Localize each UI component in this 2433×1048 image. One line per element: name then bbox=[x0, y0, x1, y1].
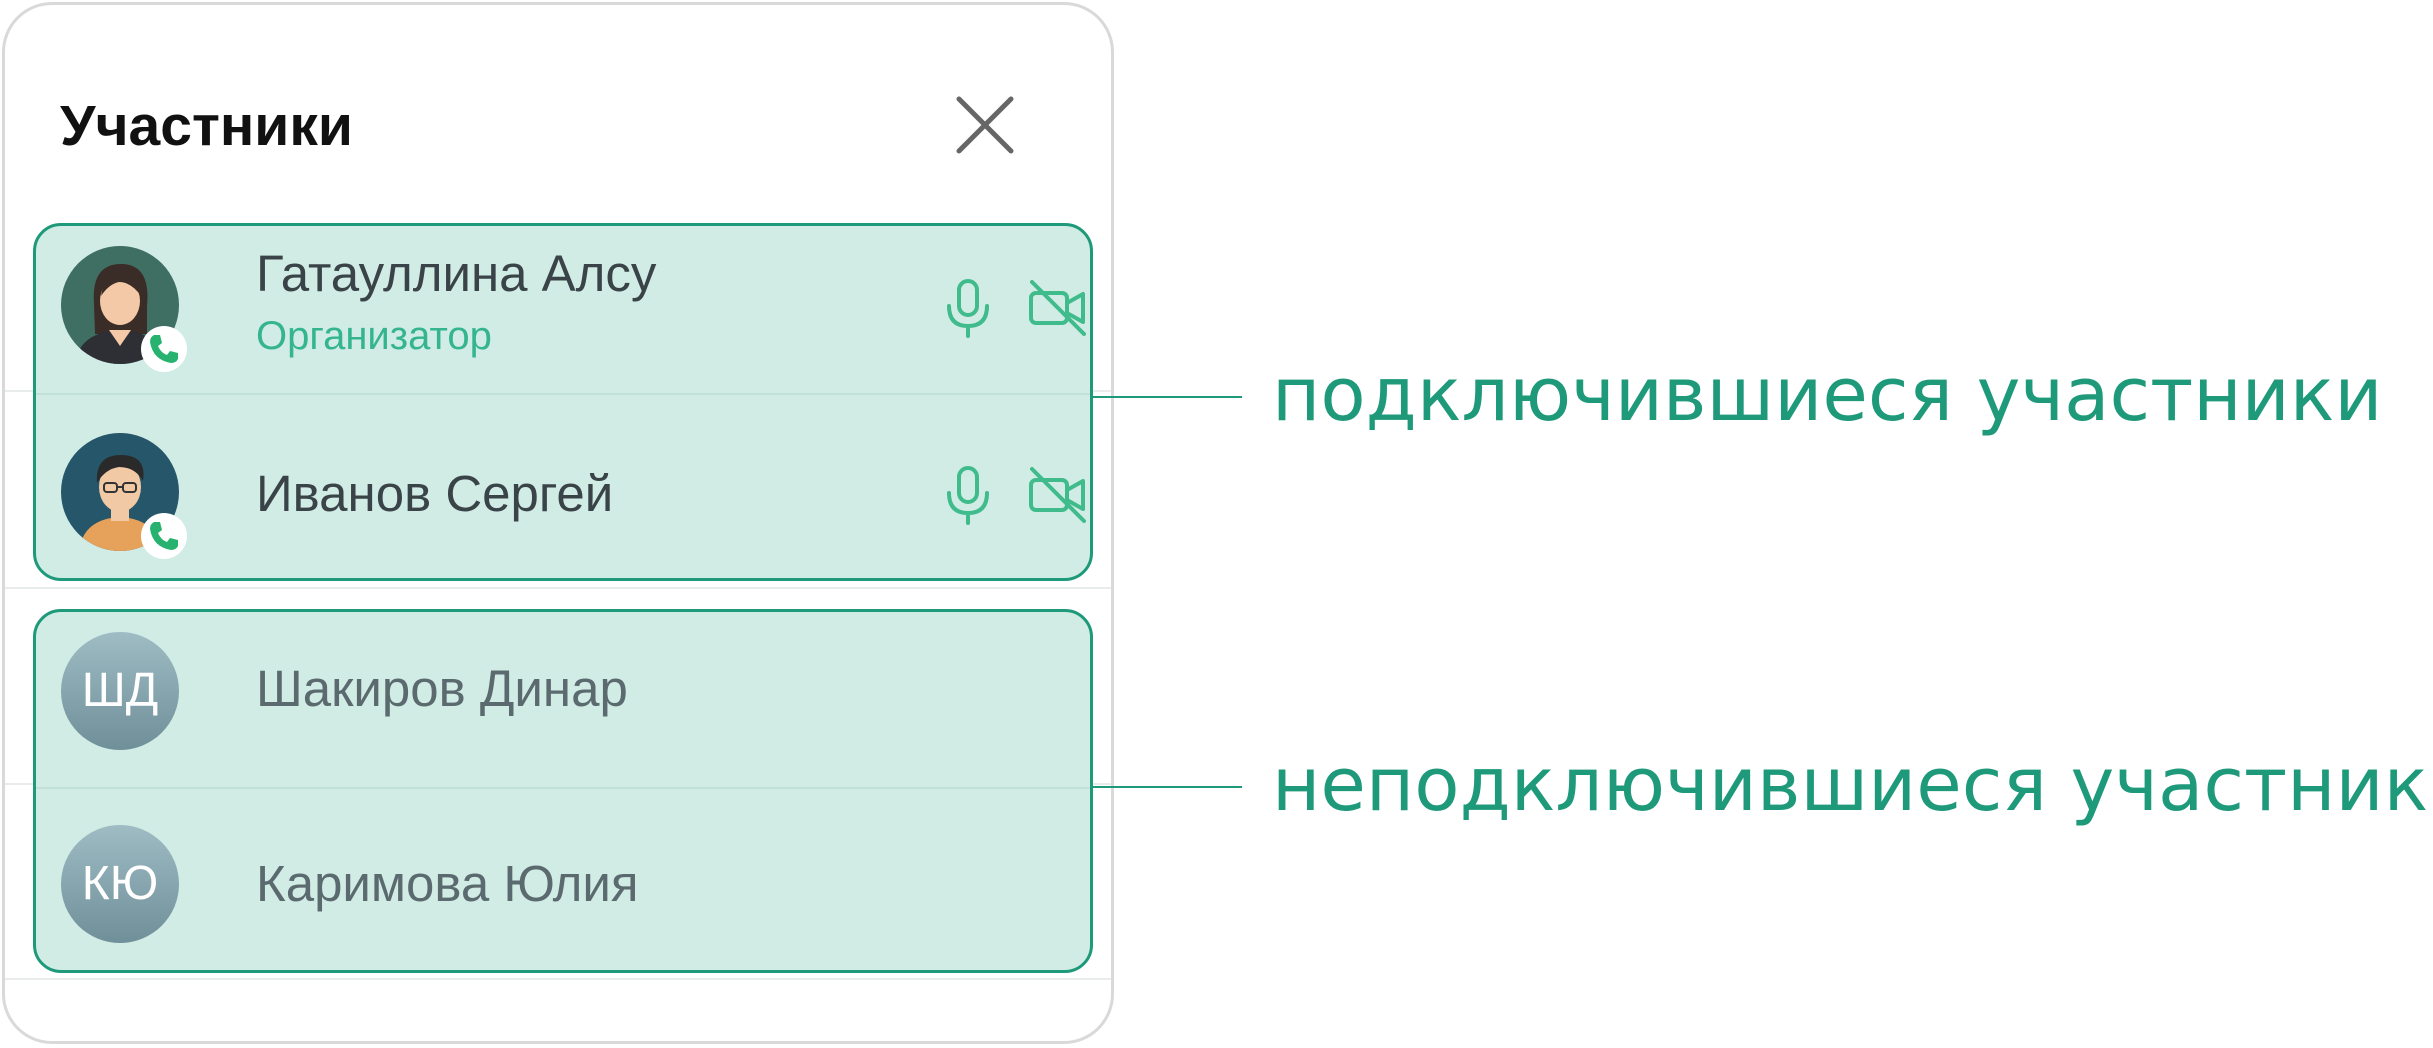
participant-role: Организатор bbox=[256, 314, 492, 358]
microphone-icon[interactable] bbox=[936, 463, 1000, 527]
callout-connected: подключившиеся участники bbox=[1272, 352, 2383, 438]
callout-leader-line bbox=[1090, 396, 1242, 398]
panel-title: Участники bbox=[60, 94, 353, 158]
participant-name: Иванов Сергей bbox=[256, 465, 614, 522]
participant-name: Каримова Юлия bbox=[256, 855, 639, 912]
phone-icon bbox=[141, 326, 187, 372]
microphone-icon[interactable] bbox=[936, 276, 1000, 340]
participant-name: Гатауллина Алсу bbox=[256, 245, 657, 302]
group-divider bbox=[36, 787, 1090, 789]
initials-avatar: ШД bbox=[61, 632, 179, 750]
row-separator bbox=[5, 978, 1111, 980]
callout-not-connected: неподключившиеся участники bbox=[1272, 742, 2433, 828]
initials-avatar: КЮ bbox=[61, 825, 179, 943]
participants-panel: Участники bbox=[2, 2, 1114, 1044]
connected-participants-group: Гатауллина Алсу Организатор bbox=[33, 223, 1093, 581]
not-connected-participants-group: ШД Шакиров Динар КЮ Каримова Юлия bbox=[33, 609, 1093, 973]
camera-off-icon[interactable] bbox=[1026, 276, 1090, 340]
woman-avatar bbox=[61, 246, 187, 372]
man-avatar bbox=[61, 433, 187, 559]
close-icon[interactable] bbox=[953, 93, 1017, 157]
group-divider bbox=[36, 393, 1090, 395]
row-separator bbox=[5, 587, 1111, 589]
camera-off-icon[interactable] bbox=[1026, 463, 1090, 527]
phone-icon bbox=[141, 513, 187, 559]
callout-leader-line bbox=[1090, 786, 1242, 788]
participant-name: Шакиров Динар bbox=[256, 660, 628, 717]
